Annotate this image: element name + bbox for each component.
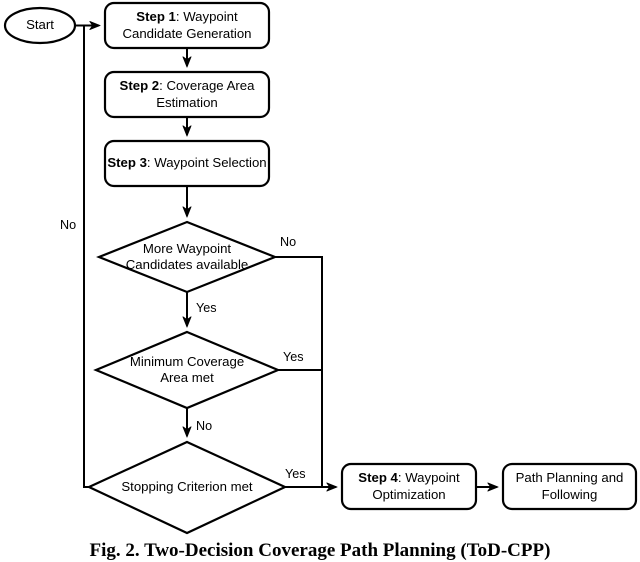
figure-caption: Fig. 2. Two-Decision Coverage Path Plann… xyxy=(89,540,551,561)
edge-label-decision3-yes: Yes xyxy=(285,467,306,481)
node-step1 xyxy=(103,1,271,50)
node-decision-stopping-criterion xyxy=(86,440,288,535)
edge-label-decision1-yes: Yes xyxy=(196,301,217,315)
edge-feedback-no-to-step1 xyxy=(83,24,99,488)
node-decision-more-waypoint-candidates xyxy=(96,220,278,294)
edge-label-decision2-no: No xyxy=(196,419,213,433)
node-decision-minimum-coverage-area xyxy=(93,330,281,410)
node-step3 xyxy=(103,139,271,188)
node-start xyxy=(3,6,77,45)
node-step2 xyxy=(103,70,271,119)
node-step4 xyxy=(340,462,478,511)
node-path-planning xyxy=(501,462,638,511)
edge-label-feedback-no: No xyxy=(60,218,77,232)
edge-label-decision1-no: No xyxy=(280,235,297,249)
edge-decision1-no-to-rail xyxy=(275,256,323,487)
edge-label-decision2-yes: Yes xyxy=(283,350,304,364)
